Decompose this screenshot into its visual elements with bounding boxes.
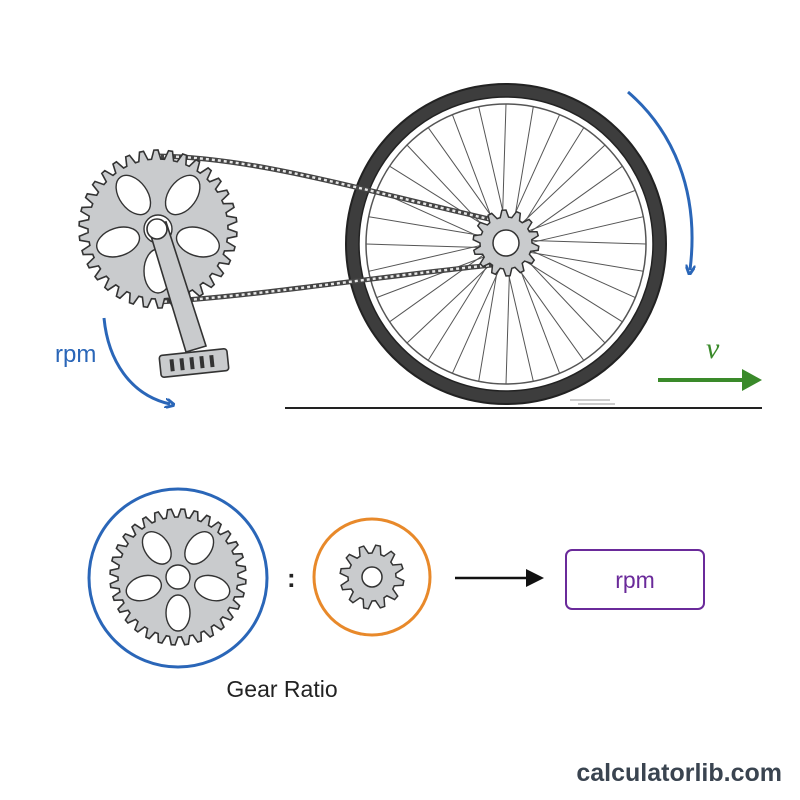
- wheel-rotation-arrow: [627, 90, 692, 270]
- chainring-ratio-icon: [109, 508, 247, 646]
- ratio-separator: :: [287, 563, 296, 593]
- wheel-spoke: [501, 103, 507, 231]
- motion-streaks: [570, 399, 615, 405]
- velocity-arrow: [658, 369, 762, 391]
- cog-ratio-icon: [339, 544, 405, 610]
- wheel-spoke: [517, 250, 606, 344]
- watermark: calculatorlib.com: [576, 759, 782, 787]
- ratio-to-rpm-arrow: [455, 569, 544, 587]
- pedal-icon: [158, 348, 230, 378]
- wheel-spoke: [376, 252, 496, 299]
- wheel-spoke: [519, 245, 636, 299]
- wheel-spoke: [451, 114, 498, 234]
- wheel-spoke: [406, 255, 500, 344]
- wheel-spoke: [406, 144, 495, 238]
- output-rpm-label: rpm: [615, 567, 655, 593]
- chainring-ratio-circle: [87, 487, 269, 669]
- crank-arm-icon: [146, 218, 208, 353]
- chain-icon: [157, 153, 503, 305]
- cog-ratio-circle: [312, 517, 432, 637]
- output-rpm-box: [565, 549, 705, 610]
- crank-rotation-arrow: [102, 317, 170, 404]
- wheel-spoke: [516, 189, 636, 236]
- wheel-spoke: [512, 144, 606, 233]
- velocity-label: v: [706, 332, 720, 365]
- wheel-spoke: [451, 257, 505, 374]
- rear-cog-icon: [472, 209, 540, 277]
- wheel-spokes: [365, 103, 647, 385]
- wheel-spoke: [505, 257, 511, 385]
- wheel-spoke: [514, 254, 561, 374]
- wheel-spoke: [519, 216, 644, 246]
- wheel-spoke: [365, 243, 493, 249]
- gear-ratio-label: Gear Ratio: [226, 676, 337, 702]
- cadence-label: rpm: [55, 341, 96, 368]
